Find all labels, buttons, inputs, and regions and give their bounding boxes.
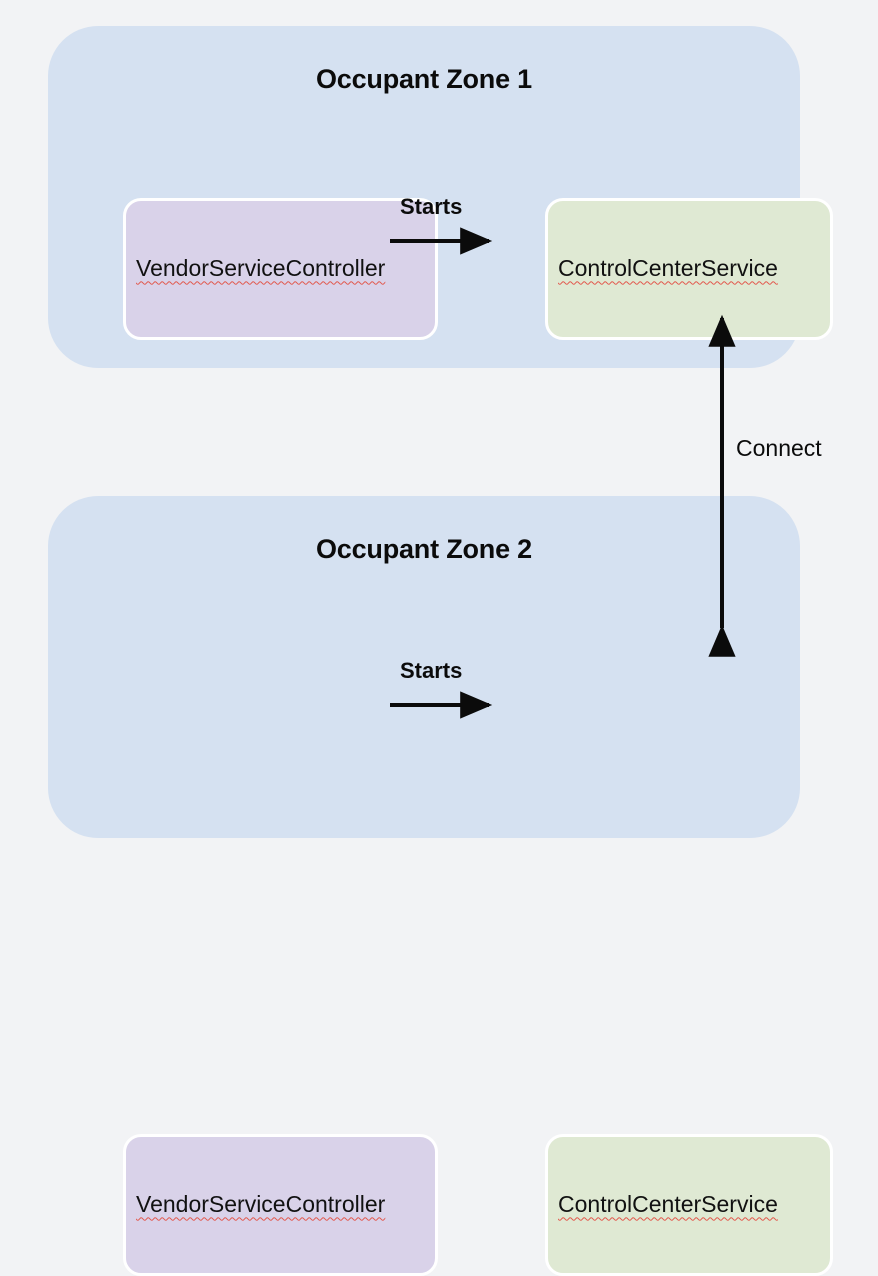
node-control-center-service-zone-1[interactable]: ControlCenterService bbox=[545, 198, 833, 340]
node-label: VendorServiceController bbox=[136, 1191, 386, 1218]
node-vendor-service-controller-zone-1[interactable]: VendorServiceController bbox=[123, 198, 438, 340]
zone-title: Occupant Zone 2 bbox=[315, 534, 533, 564]
edge-label-starts-zone-2: Starts bbox=[400, 658, 463, 683]
edge-label-connect: Connect bbox=[736, 435, 822, 461]
edge-label-starts-zone-1: Starts bbox=[400, 194, 463, 219]
zone-container-occupant-zone-1[interactable]: Occupant Zone 1 VendorServiceController … bbox=[48, 26, 833, 368]
node-label: VendorServiceController bbox=[136, 255, 386, 282]
zone-title: Occupant Zone 1 bbox=[315, 64, 533, 94]
diagram-canvas: Occupant Zone 1 VendorServiceController … bbox=[48, 26, 833, 1276]
node-label: ControlCenterService bbox=[558, 1191, 778, 1218]
node-label: ControlCenterService bbox=[558, 255, 778, 282]
node-vendor-service-controller-zone-2[interactable]: VendorServiceController bbox=[123, 1134, 438, 1276]
node-control-center-service-zone-2[interactable]: ControlCenterService bbox=[545, 1134, 833, 1276]
